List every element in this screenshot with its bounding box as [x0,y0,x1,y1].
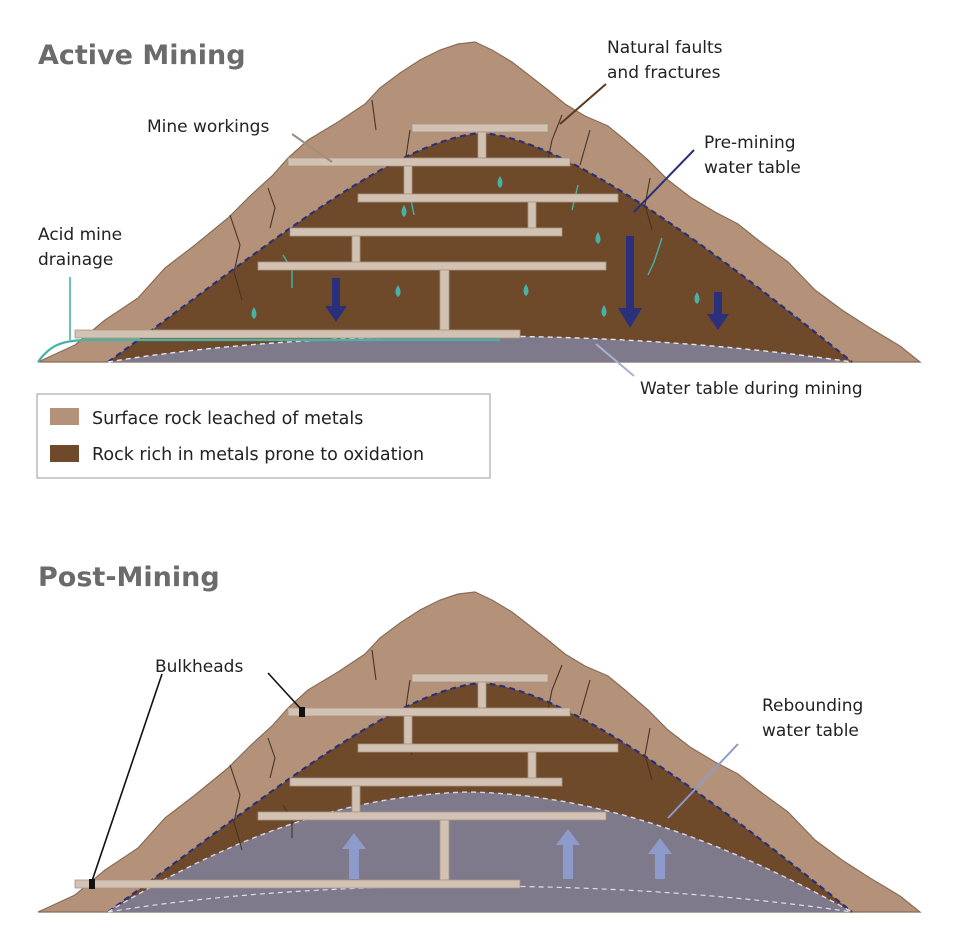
faults-leader [559,83,607,125]
arrow-up-icon [648,838,672,879]
bulkheads-leader-upper [267,672,301,709]
legend-swatch-surface-rock [50,408,79,425]
arrow-down-icon [707,292,729,330]
water-drop-icons [251,176,700,319]
water-drop-icon [497,176,503,188]
legend-label-surface-rock: Surface rock leached of metals [92,409,363,429]
faults-label-line1: Natural faults [607,38,723,58]
arrow-up-icon [342,833,366,879]
rebounding-label-line1: Rebounding [762,696,863,716]
pre-mining-leader [633,149,695,213]
rebounding-leader [667,743,739,819]
legend-swatch-metal-rock [50,445,79,462]
pre-mining-label-line1: Pre-mining [704,133,796,153]
acid-drainage-label-line2: drainage [38,250,113,270]
legend: Surface rock leached of metals Rock rich… [36,393,491,479]
bulkhead-upper [299,707,305,717]
water-drop-icon [523,284,529,296]
mine-workings [74,123,619,339]
metal-rich-rock-zone [108,133,852,362]
rebounding-water-table-line [107,791,853,913]
active-mining-title: Active Mining [38,40,246,71]
pre-mining-label-line2: water table [704,158,801,178]
water-drop-icon [395,285,401,297]
water-drop-icon [251,307,257,319]
fractures [229,99,653,301]
mine-workings [74,673,619,889]
faults-label-line2: and fractures [607,63,721,83]
legend-box [36,393,491,479]
bulkheads-leader-lower [91,673,163,882]
arrow-down-icon [325,278,347,322]
legend-label-metal-rock: Rock rich in metals prone to oxidation [92,445,424,465]
water-drop-icon [595,232,601,244]
acid-mine-drainage-stream [37,338,500,363]
bulkheads-label: Bulkheads [155,657,243,677]
post-mining-title: Post-Mining [38,562,220,593]
arrow-up-icon [556,829,580,879]
downward-arrows [325,236,729,330]
upward-arrows [342,829,672,879]
active-mining-panel: Active Mining [37,38,922,399]
during-mining-leader [595,343,635,377]
water-drop-icon [601,305,607,317]
acid-drainage-label-line1: Acid mine [38,225,122,245]
mine-workings-label: Mine workings [147,117,269,137]
post-mining-panel: Post-Mining [37,562,922,913]
water-table-during-mining-label: Water table during mining [640,379,863,399]
arrow-down-icon [618,236,642,328]
water-drop-icon [401,205,407,217]
water-drop-icon [694,292,700,304]
mine-workings-leader [291,133,333,163]
bulkhead-lower [89,879,95,889]
rebounding-label-line2: water table [762,721,859,741]
